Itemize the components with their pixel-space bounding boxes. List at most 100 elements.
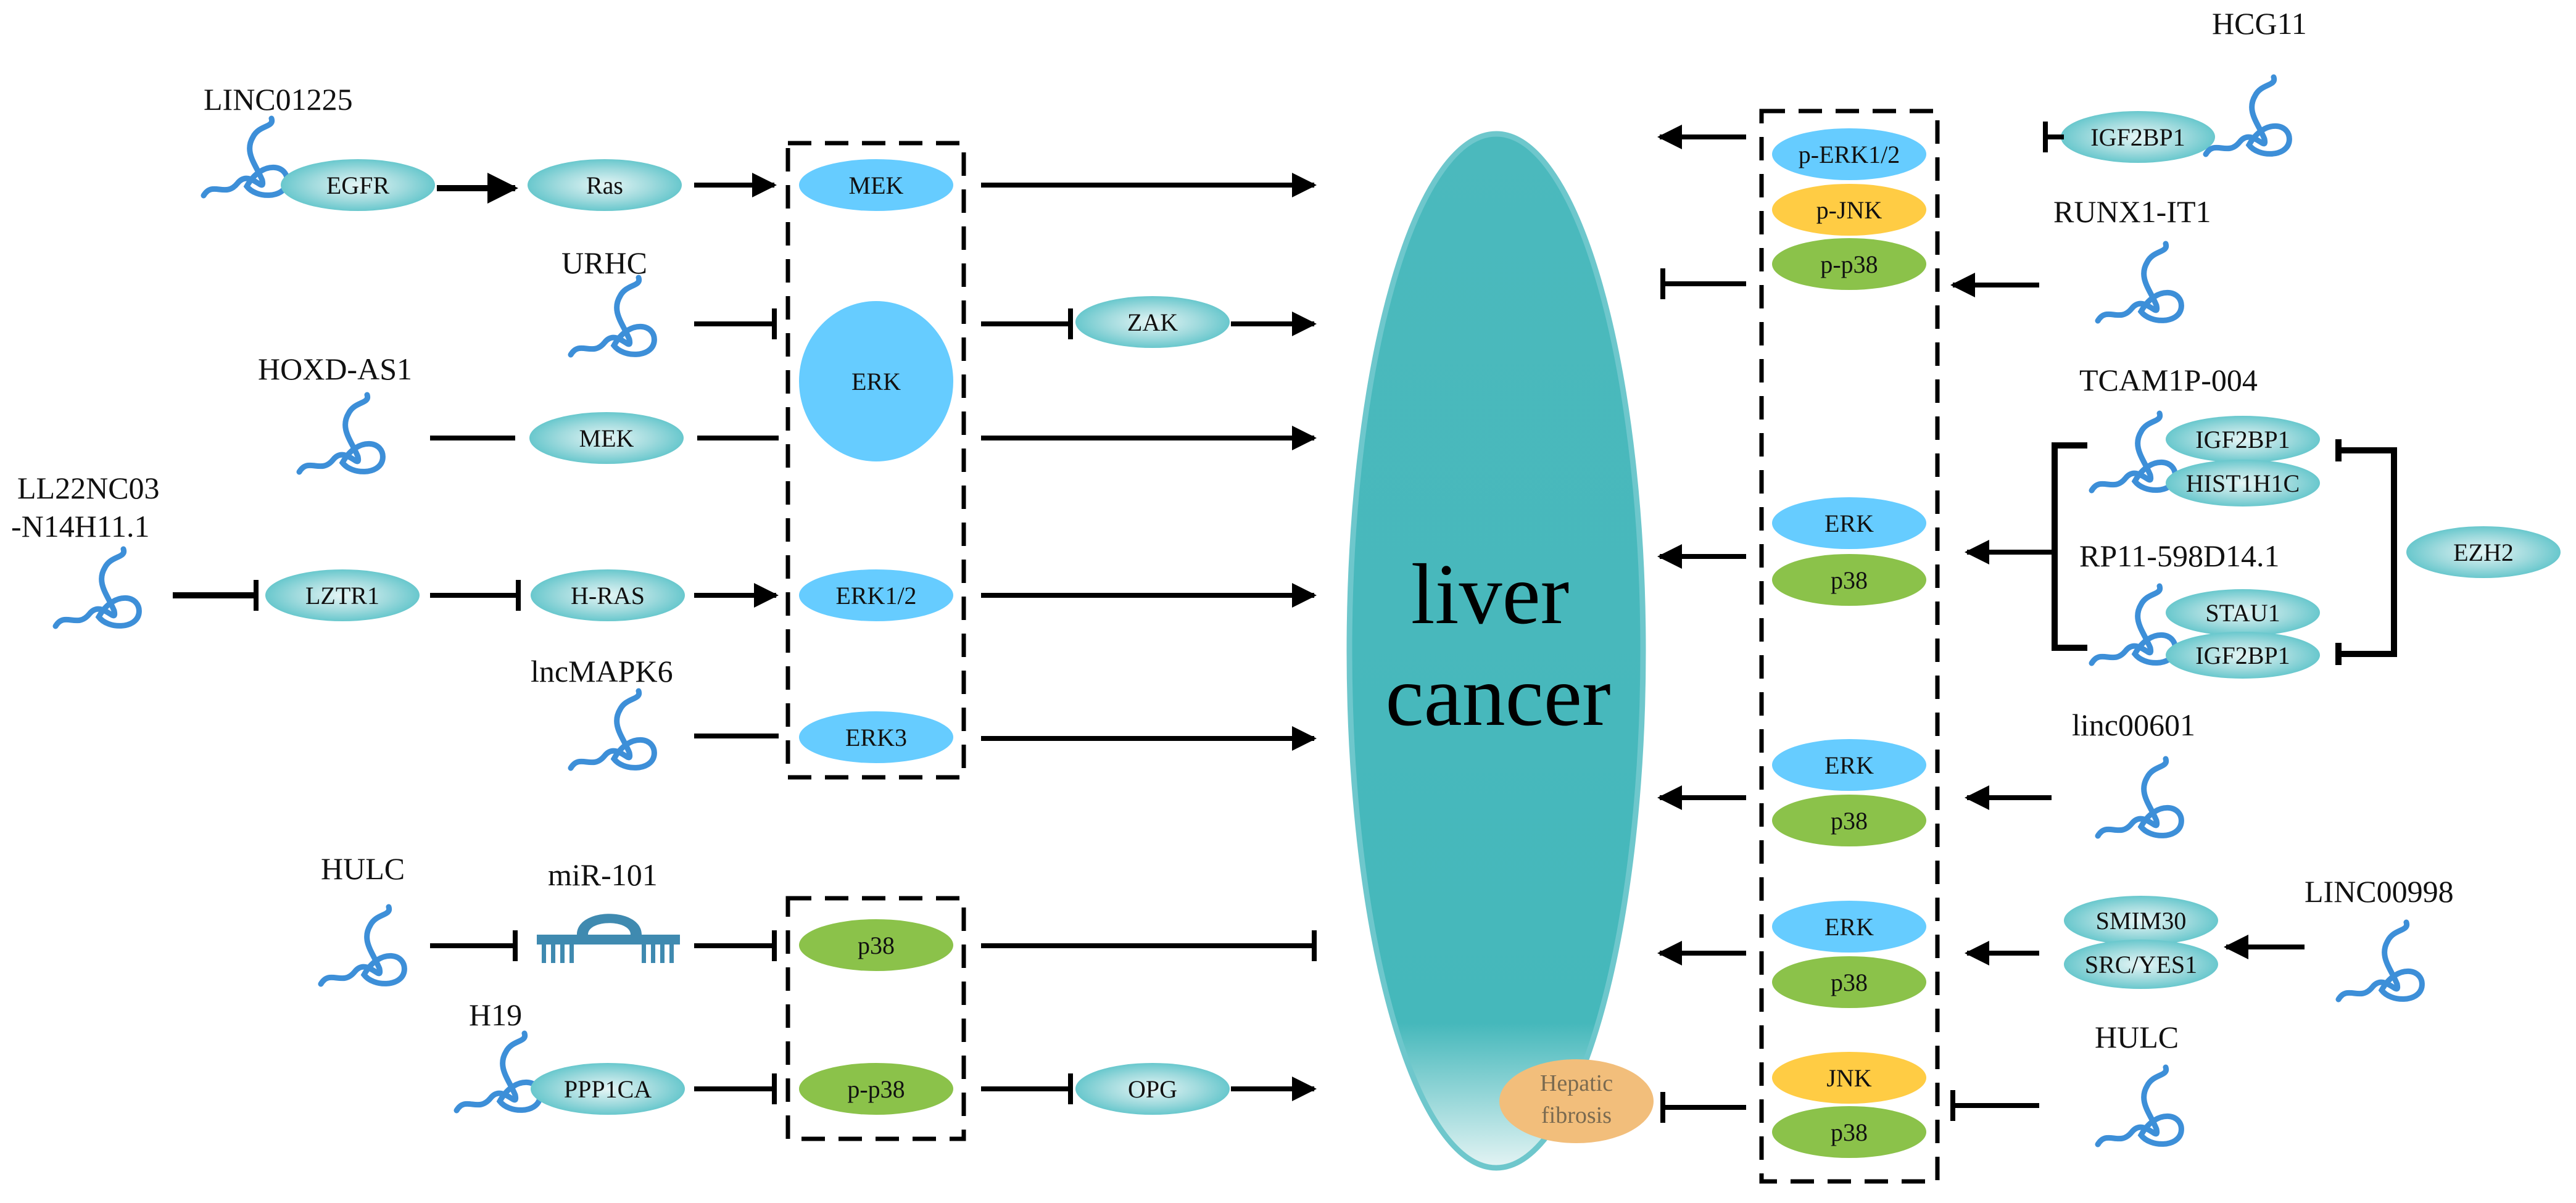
erk-tcam-node bbox=[1772, 497, 1926, 549]
mek-mid-label: MEK bbox=[579, 424, 634, 452]
stau1-node bbox=[2166, 589, 2320, 636]
hepatic-fibrosis-node bbox=[1499, 1059, 1654, 1143]
erk3-label: ERK3 bbox=[845, 724, 907, 751]
zak-node bbox=[1075, 296, 1230, 348]
ll22-label-1: LL22NC03 bbox=[17, 471, 160, 505]
urhc-label: URHC bbox=[561, 246, 647, 280]
p38-hulc-label: p38 bbox=[1831, 1118, 1868, 1146]
pp38-left-node bbox=[799, 1063, 953, 1115]
igf2bp1-hcg11-node bbox=[2061, 111, 2215, 163]
h19-rna-icon bbox=[457, 1033, 540, 1110]
hoxd-label: HOXD-AS1 bbox=[258, 352, 412, 386]
fibrosis-line2: fibrosis bbox=[1541, 1102, 1612, 1128]
left-bracket bbox=[2052, 442, 2087, 651]
opg-node bbox=[1075, 1063, 1230, 1115]
p38-998-node bbox=[1772, 956, 1926, 1008]
runx1-rna-icon bbox=[2098, 244, 2181, 321]
right-bracket bbox=[2338, 447, 2397, 657]
erk12-label: ERK1/2 bbox=[835, 582, 916, 610]
right-dashed-box bbox=[1759, 109, 1940, 1184]
mek-node-mid bbox=[529, 412, 684, 464]
p38-tcam-node bbox=[1772, 554, 1926, 606]
fibrosis-line1: Hepatic bbox=[1540, 1070, 1613, 1096]
linc00601-label: linc00601 bbox=[2072, 708, 2195, 742]
p38-hulc-node bbox=[1772, 1106, 1926, 1158]
left-box-lower bbox=[785, 896, 966, 1141]
linc00998-rna-icon bbox=[2338, 922, 2422, 999]
igf2bp1-tcam-node bbox=[2166, 416, 2320, 463]
ras-node bbox=[528, 159, 682, 211]
igf2bp1-hcg11-label: IGF2BP1 bbox=[2090, 123, 2185, 151]
left-box-upper bbox=[785, 141, 966, 780]
ppp1ca-label: PPP1CA bbox=[564, 1075, 652, 1103]
rp11-label: RP11-598D14.1 bbox=[2079, 539, 2280, 573]
hist1h1c-label: HIST1H1C bbox=[2186, 469, 2300, 497]
linc00998-label: LINC00998 bbox=[2305, 874, 2454, 909]
hulc-right-rna-icon bbox=[2098, 1067, 2181, 1144]
linc00601-rna-icon bbox=[2098, 759, 2181, 836]
igf2bp1-tcam-label: IGF2BP1 bbox=[2195, 426, 2290, 453]
erk-601-node bbox=[1772, 739, 1926, 791]
p38-601-label: p38 bbox=[1831, 807, 1868, 835]
hist1h1c-node bbox=[2166, 460, 2320, 506]
liver-cancer-ellipse bbox=[1346, 131, 1646, 1171]
srcyes1-node bbox=[2064, 940, 2218, 989]
erk-998-node bbox=[1772, 901, 1926, 953]
ll22-rna-icon bbox=[56, 549, 139, 626]
perk12-node bbox=[1772, 128, 1926, 180]
erk12-node bbox=[799, 569, 953, 621]
ll22-label-2: -N14H11.1 bbox=[11, 509, 150, 544]
erk-circle-node bbox=[799, 301, 953, 461]
urhc-rna-icon bbox=[571, 278, 654, 355]
hulc-left-rna-icon bbox=[321, 907, 404, 984]
lztr1-node bbox=[265, 569, 420, 621]
tcam-rna-icon bbox=[2092, 413, 2175, 490]
rp11-rna-icon bbox=[2092, 586, 2175, 663]
pjnk-label: p-JNK bbox=[1816, 196, 1882, 224]
p38-left-node bbox=[799, 919, 953, 971]
hcg11-label: HCG11 bbox=[2212, 6, 2307, 41]
hulc-left-label: HULC bbox=[321, 851, 405, 886]
tcam-label: TCAM1P-004 bbox=[2079, 363, 2258, 397]
hcg11-rna-icon bbox=[2206, 77, 2289, 154]
ras-label: Ras bbox=[586, 172, 623, 199]
igf2bp1-rp11-label: IGF2BP1 bbox=[2195, 642, 2290, 669]
lncmapk6-label: lncMAPK6 bbox=[531, 654, 673, 688]
ezh2-label: EZH2 bbox=[2453, 539, 2514, 566]
mek-top-label: MEK bbox=[849, 172, 904, 199]
mek-node-top bbox=[799, 159, 953, 211]
stau1-label: STAU1 bbox=[2205, 599, 2280, 627]
erk3-node bbox=[799, 711, 953, 763]
p38-601-node bbox=[1772, 795, 1926, 846]
hras-label: H-RAS bbox=[571, 582, 645, 610]
egfr-node bbox=[281, 159, 435, 211]
lncmapk6-rna-icon bbox=[571, 691, 654, 768]
egfr-label: EGFR bbox=[326, 172, 390, 199]
p38-tcam-label: p38 bbox=[1831, 566, 1868, 594]
ezh2-node bbox=[2406, 526, 2561, 578]
mirna-icon bbox=[537, 914, 680, 963]
pp38-right-node bbox=[1772, 238, 1926, 290]
jnk-label: JNK bbox=[1826, 1064, 1871, 1092]
perk12-label: p-ERK1/2 bbox=[1799, 141, 1900, 168]
p38-left-label: p38 bbox=[858, 932, 895, 959]
pp38-right-label: p-p38 bbox=[1820, 250, 1878, 278]
cancer-label: cancer bbox=[1385, 648, 1610, 744]
erk-601-label: ERK bbox=[1824, 751, 1874, 779]
p38-998-label: p38 bbox=[1831, 969, 1868, 996]
erk-circle-label: ERK bbox=[851, 368, 901, 395]
opg-label: OPG bbox=[1128, 1075, 1177, 1103]
erk-tcam-label: ERK bbox=[1824, 510, 1874, 537]
hulc-right-label: HULC bbox=[2095, 1020, 2179, 1054]
srcyes1-label: SRC/YES1 bbox=[2085, 951, 2197, 978]
pjnk-node bbox=[1772, 184, 1926, 236]
linc01225-rna-icon bbox=[204, 118, 287, 196]
hoxd-rna-icon bbox=[299, 395, 383, 472]
runx1-label: RUNX1-IT1 bbox=[2053, 194, 2211, 229]
h19-label: H19 bbox=[469, 998, 522, 1032]
smim30-label: SMIM30 bbox=[2096, 907, 2187, 935]
igf2bp1-rp11-node bbox=[2166, 632, 2320, 679]
ppp1ca-node bbox=[531, 1063, 685, 1115]
mir101-label: miR-101 bbox=[548, 858, 658, 892]
